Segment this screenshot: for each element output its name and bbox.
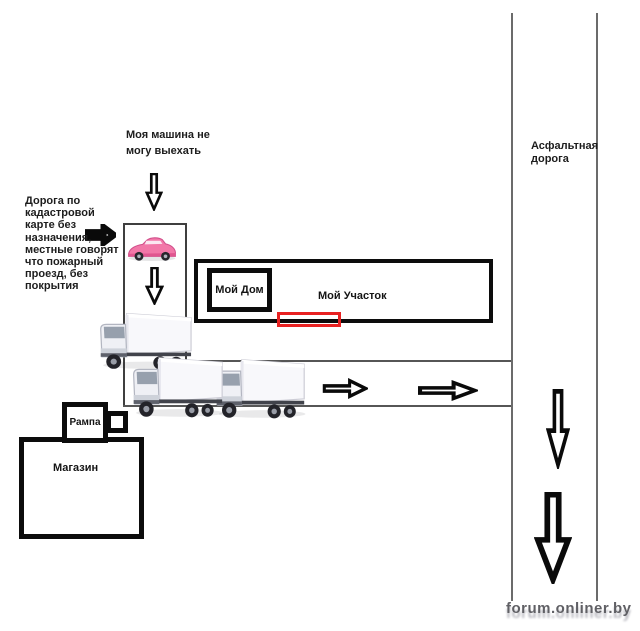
driveway-bottom-line [123,405,512,407]
my-plot-label: Мой Участок [318,290,387,302]
driveway-top-line [186,360,512,362]
right-arrow-icon [417,380,478,401]
asphalt-road-right-line [596,13,598,601]
right-arrow-icon [322,378,368,399]
corridor-top-line [123,223,187,225]
ramp-dock-square [106,411,128,433]
truck-icon [130,354,227,418]
down-arrow-icon [145,173,163,211]
my-house-box: Мой Дом [207,268,272,312]
car-icon [126,234,178,262]
cadastral-road-note: Дорога по кадастровой карте без назначен… [25,195,119,293]
asphalt-road-label: Асфальтная дорога [531,140,599,165]
my-house-label: Мой Дом [215,284,264,296]
my-plot-box [194,259,493,323]
truck-icon [213,356,309,419]
down-arrow-icon [546,389,570,469]
shop-box [19,437,144,539]
asphalt-road-left-line [511,13,513,601]
car-stuck-note: Моя машина не могу выехать [126,129,210,157]
red-highlight-rect [277,312,341,327]
ramp-label: Рампа [69,417,101,428]
corridor-right-line [185,223,187,362]
forum-watermark: forum.onliner.by [506,600,632,617]
shop-label: Магазин [53,462,99,474]
ramp-box: Рампа [62,402,108,443]
down-arrow-icon [145,267,164,305]
corridor-left-line [123,223,125,407]
down-arrow-icon [534,492,572,584]
